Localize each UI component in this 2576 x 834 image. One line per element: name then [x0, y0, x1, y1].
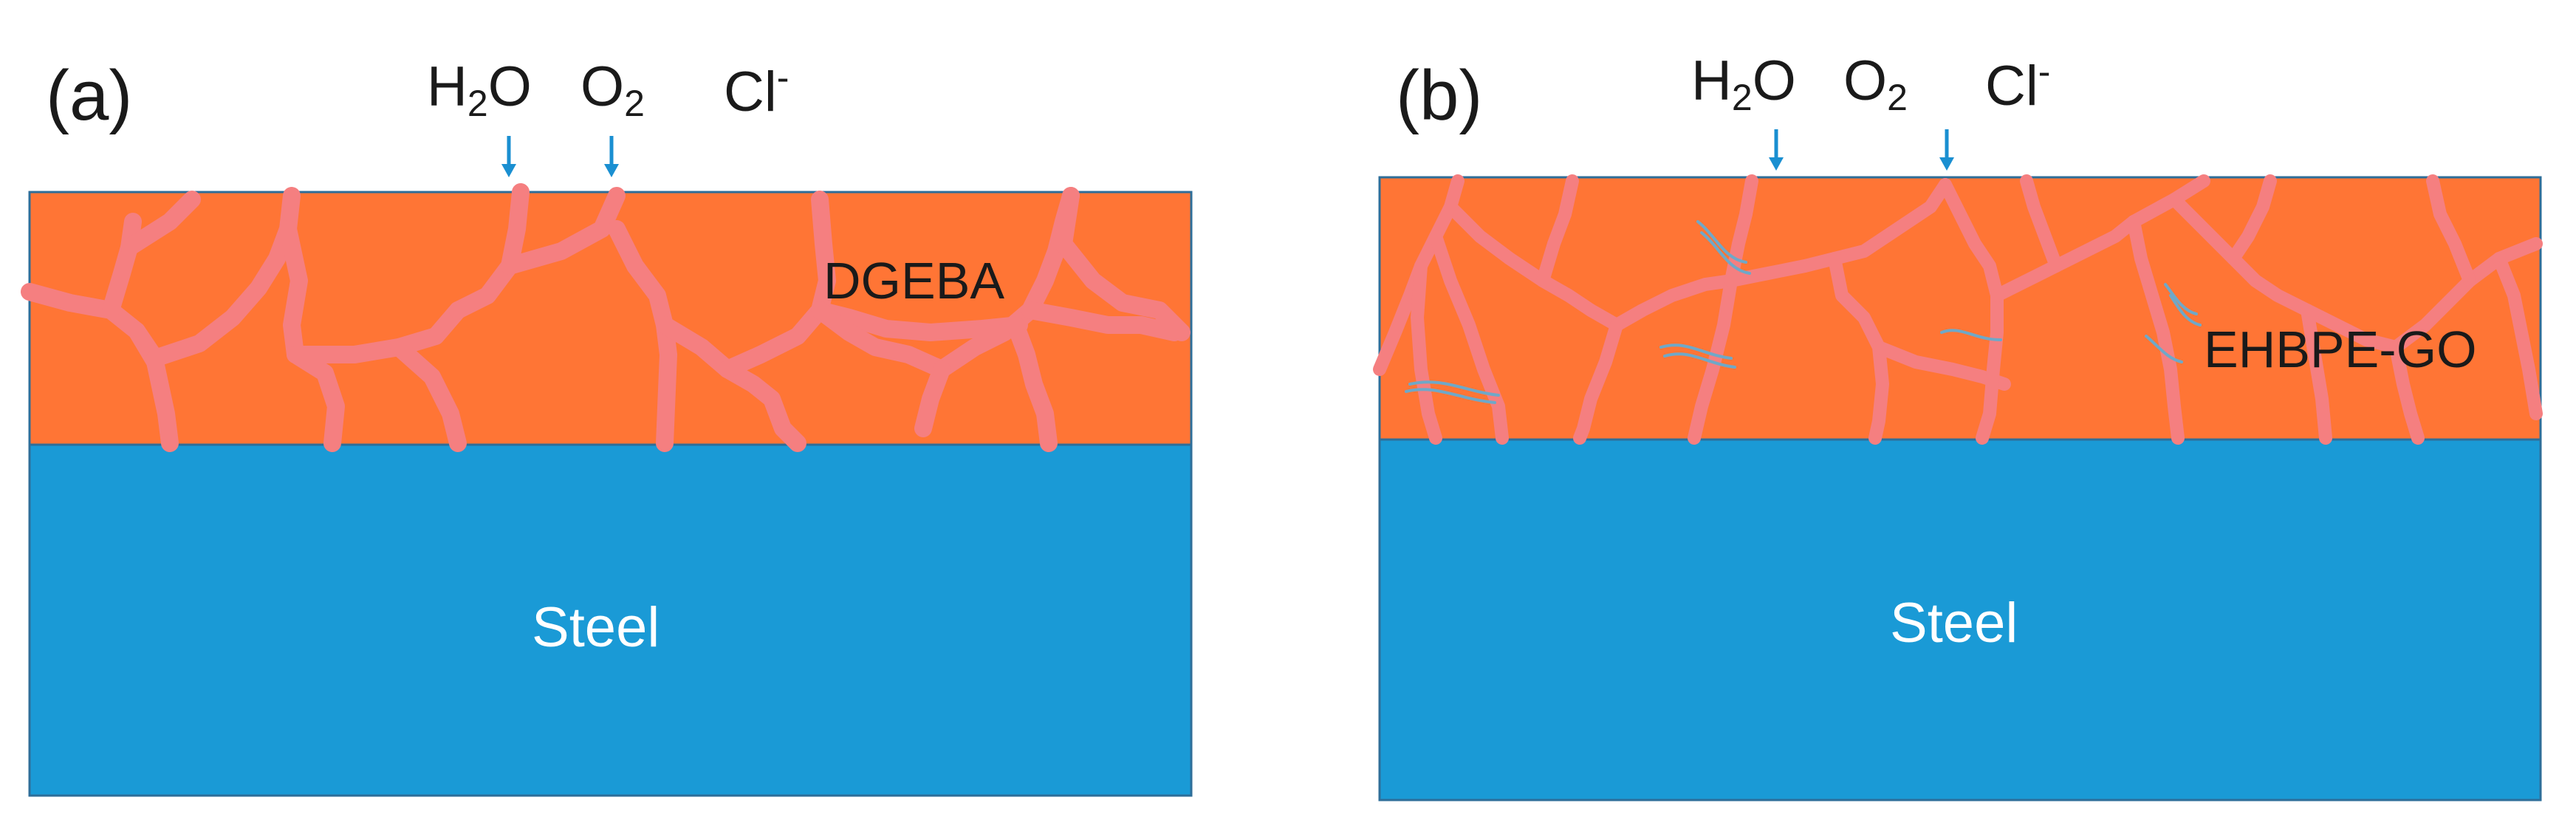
panel-label: (a): [46, 56, 133, 135]
steel-substrate: [1378, 437, 2542, 801]
water-label: H2O: [1691, 49, 1796, 118]
arrow-down-icon: [501, 136, 516, 177]
substrate-label: Steel: [1890, 592, 2018, 654]
panel-b: (b) H2O O2 Cl- EHBPE-GO Steel: [1288, 0, 2576, 834]
coating-label: DGEBA: [823, 252, 1005, 310]
chloride-label: Cl-: [724, 57, 789, 123]
panel-a: (a) H2O O2 Cl- DGEBA Steel: [21, 55, 1193, 797]
crack-network: [1373, 174, 2543, 445]
substrate-label: Steel: [532, 596, 660, 659]
water-label: H2O: [427, 55, 532, 124]
crack-network: [21, 183, 1191, 452]
arrow-down-icon: [604, 136, 619, 177]
arrow-down-icon: [1939, 129, 1954, 171]
coating-diagram-b: [1373, 174, 2543, 801]
chloride-label: Cl-: [1985, 51, 2051, 117]
coating-diagram-a: [21, 183, 1193, 797]
oxygen-label: O2: [1843, 49, 1908, 118]
panel-label: (b): [1396, 56, 1483, 135]
coating-label: EHBPE-GO: [2204, 321, 2477, 378]
oxygen-label: O2: [580, 55, 645, 124]
steel-substrate: [28, 442, 1193, 797]
graphene-oxide-sheets: [1405, 220, 2202, 404]
arrow-down-icon: [1769, 129, 1784, 171]
